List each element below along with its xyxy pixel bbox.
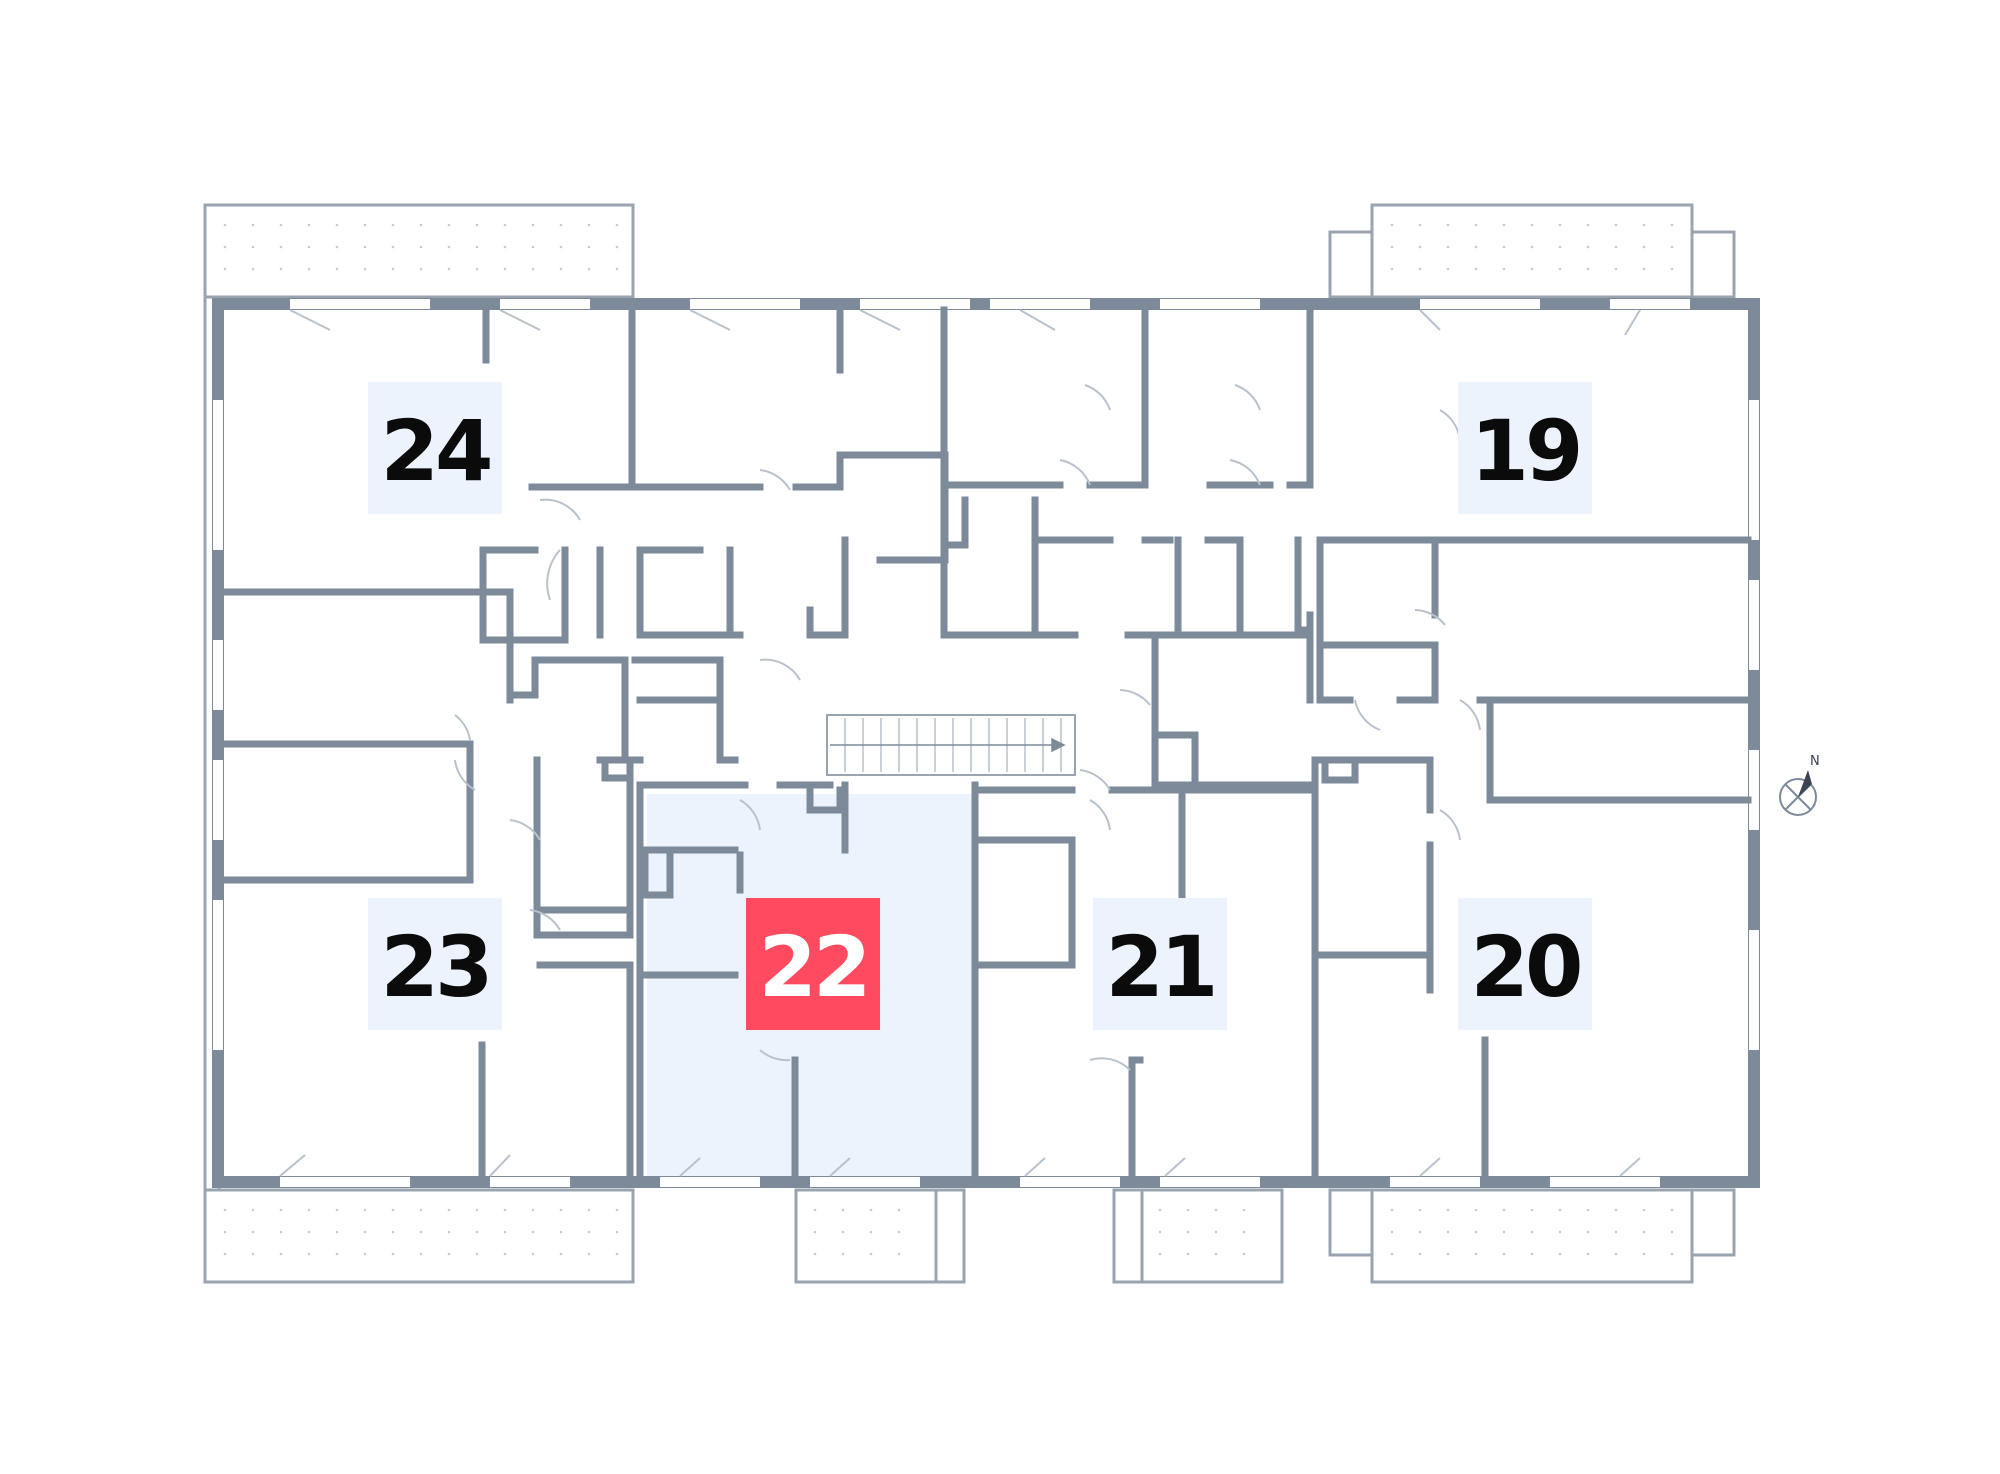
staircase [826,714,1076,776]
balcony-bottom-mid-1 [794,1188,938,1284]
planter-bottom-right [1690,1188,1736,1257]
apartment-number-19: 19 [1471,402,1580,500]
balcony-bottom-left [203,1188,635,1284]
apartment-label-19[interactable]: 19 [1458,382,1592,514]
apartment-label-22[interactable]: 22 [746,898,880,1030]
apartment-label-23[interactable]: 23 [368,898,502,1030]
planter-mid-1 [934,1188,966,1284]
balcony-bottom-right [1370,1188,1694,1284]
balcony-top-right [1370,203,1694,299]
planter-mid-2 [1112,1188,1144,1284]
planter-bottom-left [1328,1188,1374,1257]
planter-top-left [1328,230,1374,299]
balconies [203,203,1736,1284]
apartment-number-21: 21 [1106,918,1215,1016]
doors [279,309,1641,1177]
apartment-label-20[interactable]: 20 [1458,898,1592,1030]
balcony-top-left [203,203,635,299]
apartment-number-24: 24 [381,402,490,500]
planter-top-right [1690,230,1736,299]
apartment-number-23: 23 [381,918,490,1016]
balcony-texture [223,223,1674,1256]
balcony-bottom-mid-2 [1140,1188,1284,1284]
apartment-label-24[interactable]: 24 [368,382,502,514]
north-arrow-icon: N [1779,754,1820,816]
apartment-number-20: 20 [1471,918,1580,1016]
windows [213,299,1759,1187]
compass-label: N [1810,754,1820,769]
apartment-label-21[interactable]: 21 [1093,898,1227,1030]
apartment-number-22: 22 [759,918,868,1016]
interior-walls [220,306,1752,1180]
